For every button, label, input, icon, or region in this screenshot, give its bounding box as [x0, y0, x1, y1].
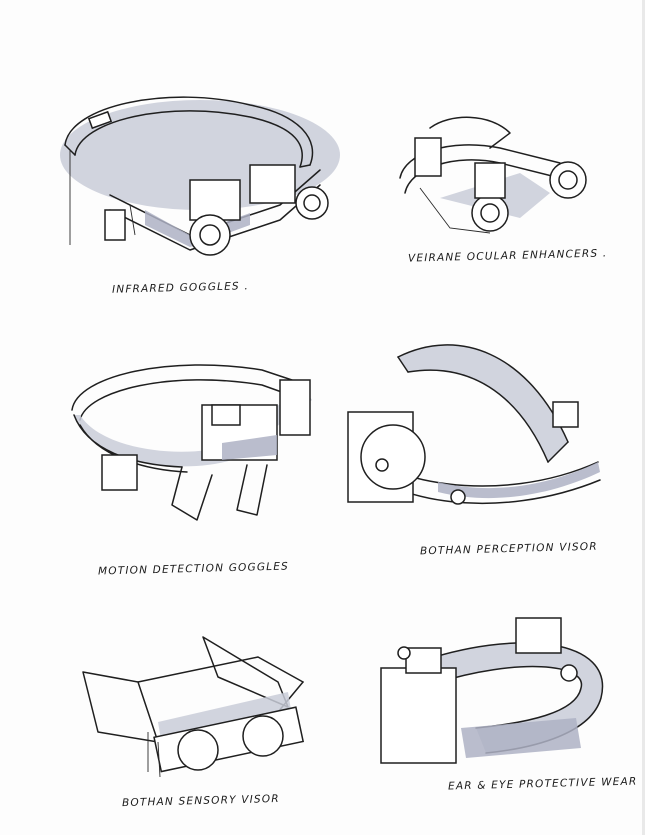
- ear-eye-protective-wear-sketch: [380, 617, 604, 764]
- caption-bothan-perception-visor: BOTHAN PERCEPTION VISOR: [419, 540, 598, 558]
- page-edge: [642, 0, 645, 835]
- bothan-perception-visor-sketch: [347, 344, 601, 505]
- caption-motion-detection-goggles: MOTION DETECTION GOGGLES: [97, 560, 290, 578]
- motion-detection-goggles-sketch: [71, 364, 312, 521]
- caption-ear-eye-protective-wear: EAR & EYE PROTECTIVE WEAR: [447, 775, 638, 793]
- veirane-ocular-enhancers-sketch: [399, 116, 587, 234]
- caption-infrared-goggles: INFRARED GOGGLES .: [111, 280, 250, 296]
- bothan-sensory-visor-sketch: [82, 636, 305, 778]
- infrared-goggles-sketch: [60, 96, 340, 256]
- caption-veirane-ocular-enhancers: VEIRANE OCULAR ENHANCERS .: [407, 247, 608, 265]
- caption-bothan-sensory-visor: BOTHAN SENSORY VISOR: [121, 792, 280, 810]
